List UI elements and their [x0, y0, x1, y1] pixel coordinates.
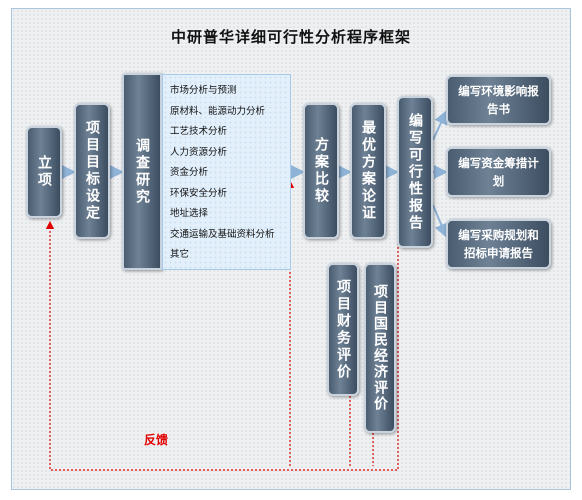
research-item: 工艺技术分析	[170, 126, 228, 137]
research-item: 资金分析	[170, 167, 209, 178]
output-zijin-label: 编写资金筹措计划	[458, 156, 539, 188]
diagram-title: 中研普华详细可行性分析程序框架	[170, 28, 411, 46]
node-zuiyou: 最优方案论证	[350, 103, 386, 239]
node-lixiang-label: 立项	[36, 155, 52, 189]
feedback-loop	[45, 175, 399, 471]
research-item: 人力资源分析	[170, 146, 228, 158]
node-diaocha-label: 调查研究	[134, 137, 150, 206]
node-caiwu-label: 项目财务评价	[335, 278, 351, 381]
output-caigou: 编写采购规划和招标申请报告	[446, 219, 551, 269]
arrow-baogao-out1	[432, 110, 448, 141]
node-guomin: 项目国民经济评价	[364, 263, 396, 433]
node-bijiao: 方案比较	[303, 103, 339, 239]
node-lixiang: 立项	[26, 126, 62, 218]
output-huanjing-label: 编写环境影响报告书	[458, 84, 539, 116]
research-item: 环保安全分析	[170, 187, 228, 199]
arrow-baogao-out3	[432, 204, 448, 238]
node-mubiao: 项目目标设定	[74, 103, 110, 239]
node-baogao-label: 编写可行性报告	[407, 112, 423, 232]
node-mubiao-label: 项目目标设定	[84, 120, 100, 222]
feedback-label: 反馈	[144, 433, 169, 447]
research-item: 市场分析与预测	[170, 85, 237, 96]
research-item: 交通运输及基础资料分析	[170, 228, 275, 240]
research-item: 地址选择	[170, 208, 209, 219]
research-list: 市场分析与预测 原材料、能源动力分析 工艺技术分析 人力资源分析 资金分析 环保…	[162, 74, 291, 270]
node-zuiyou-label: 最优方案论证	[360, 120, 376, 222]
node-baogao: 编写可行性报告	[397, 96, 433, 248]
node-diaocha: 调查研究	[122, 73, 162, 270]
output-huanjing: 编写环境影响报告书	[446, 75, 551, 125]
node-guomin-label: 项目国民经济评价	[372, 284, 388, 412]
research-item: 原材料、能源动力分析	[170, 105, 266, 117]
node-bijiao-label: 方案比较	[313, 137, 329, 205]
research-item: 其它	[170, 249, 190, 260]
node-caiwu: 项目财务评价	[327, 263, 359, 396]
output-caigou-label: 编写采购规划和招标申请报告	[458, 228, 539, 260]
output-zijin: 编写资金筹措计划	[446, 147, 551, 197]
